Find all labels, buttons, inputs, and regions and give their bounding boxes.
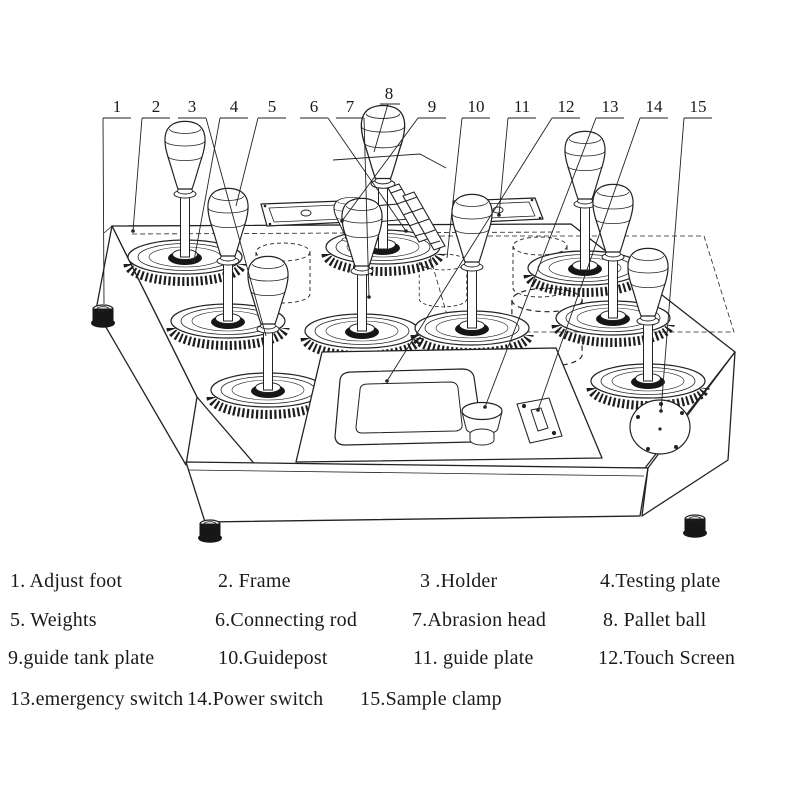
legend-item: 5. Weights — [10, 609, 97, 631]
legend-item: 2. Frame — [218, 570, 291, 592]
abrasion-station — [211, 255, 325, 414]
abrasion-station — [528, 130, 642, 292]
drive-mechanism — [332, 153, 447, 251]
legend-item: 4.Testing plate — [600, 570, 721, 592]
callout-number: 5 — [268, 97, 277, 116]
legend-item: 6.Connecting rod — [215, 609, 358, 631]
callout-number: 4 — [230, 97, 239, 116]
callout-number: 2 — [152, 97, 161, 116]
sample-clamp-plate — [629, 399, 691, 455]
touch-screen[interactable] — [334, 368, 483, 446]
legend-item: 1. Adjust foot — [10, 570, 123, 592]
callout-numbers: 1 2 3 4 5 6 7 8 9 10 11 12 13 14 15 — [113, 84, 707, 116]
callout-number: 14 — [646, 97, 664, 116]
legend-item: 7.Abrasion head — [412, 609, 547, 631]
abrasion-station — [415, 193, 529, 352]
legend-item: 14.Power switch — [187, 688, 324, 710]
abrasion-station — [591, 247, 705, 405]
emergency-switch-button[interactable] — [461, 401, 503, 446]
legend-item: 11. guide plate — [413, 647, 534, 669]
frame-front-face — [185, 461, 649, 523]
abrasion-station — [556, 183, 670, 342]
machine-line-drawing: 1 2 3 4 5 6 7 8 9 10 11 12 13 14 15 — [90, 84, 736, 544]
callout-number: 8 — [385, 84, 394, 103]
callout-number: 10 — [468, 97, 485, 116]
abrasion-station — [171, 187, 285, 345]
legend-item: 9.guide tank plate — [8, 647, 155, 669]
legend-item: 13.emergency switch — [10, 688, 184, 710]
callout-number: 6 — [310, 97, 319, 116]
power-switch[interactable] — [516, 397, 563, 444]
callout-number: 3 — [188, 97, 197, 116]
connecting-rod — [387, 183, 431, 243]
callout-number: 11 — [514, 97, 530, 116]
legend-item: 8. Pallet ball — [603, 609, 707, 631]
legend-item: 15.Sample clamp — [360, 688, 502, 710]
callout-leaders — [102, 103, 712, 413]
legend-item: 12.Touch Screen — [598, 647, 736, 669]
callout-number: 1 — [113, 97, 122, 116]
legend-item: 3 .Holder — [420, 570, 498, 592]
callout-number: 9 — [428, 97, 437, 116]
legend-item: 10.Guidepost — [218, 647, 328, 669]
callout-number: 15 — [690, 97, 707, 116]
callout-number: 12 — [558, 97, 575, 116]
connecting-rod — [402, 191, 446, 251]
abrasion-station — [305, 197, 419, 355]
frame-left-face — [95, 225, 198, 466]
callout-number: 7 — [346, 97, 355, 116]
abrasion-station — [128, 120, 242, 281]
callout-number: 13 — [602, 97, 619, 116]
control-panel — [295, 347, 603, 463]
